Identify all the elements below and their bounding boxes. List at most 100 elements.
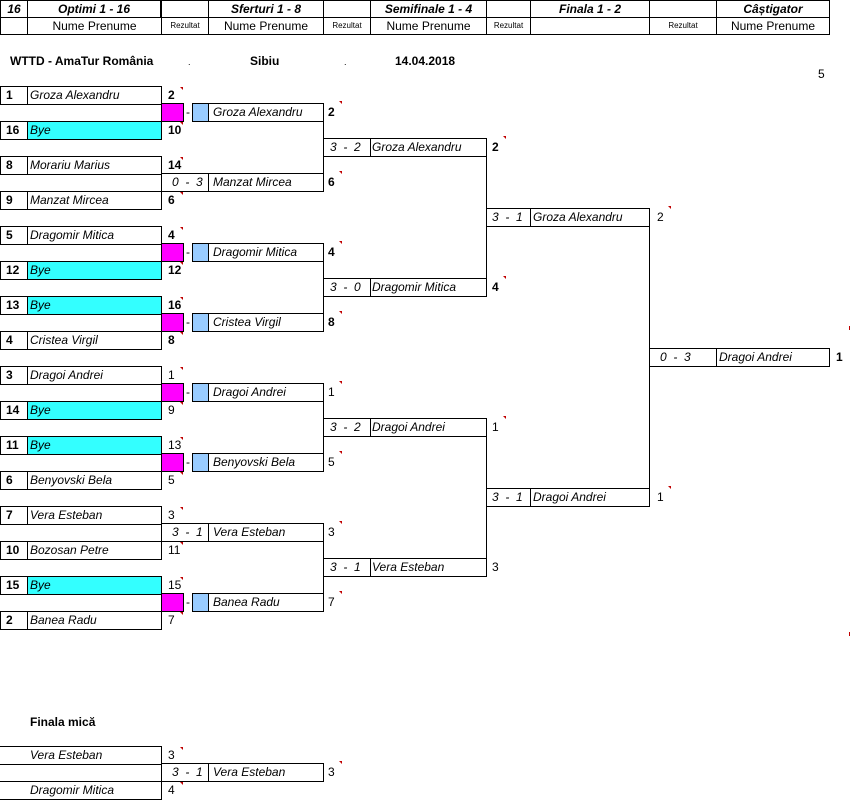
player-score: 7 xyxy=(168,613,175,627)
result-column-label: Rezultat xyxy=(486,17,531,35)
player-cell[interactable] xyxy=(27,576,162,595)
player-score: 1 xyxy=(328,385,335,399)
champion-name: Dragoi Andrei xyxy=(719,350,792,364)
round-title-semifinale: Semifinale 1 - 4 xyxy=(370,0,487,18)
marker-icon xyxy=(180,262,183,265)
seed-cell xyxy=(0,331,28,350)
player-cell[interactable] xyxy=(0,746,162,765)
player-cell[interactable] xyxy=(208,763,324,782)
name-column-label: Nume Prenume xyxy=(208,17,324,35)
player-cell[interactable] xyxy=(27,296,162,315)
player-cell[interactable] xyxy=(27,86,162,105)
player-cell[interactable] xyxy=(208,243,324,262)
player-name: Groza Alexandru xyxy=(372,140,462,154)
player-name: Banea Radu xyxy=(30,613,97,627)
player-name: Bozosan Petre xyxy=(30,543,109,557)
player-score: 4 xyxy=(328,245,335,259)
player-cell[interactable] xyxy=(27,436,162,455)
player-cell[interactable] xyxy=(208,103,324,122)
player-cell[interactable] xyxy=(27,366,162,385)
seed-cell xyxy=(0,226,28,245)
player-score: 1 xyxy=(492,420,499,434)
champion-cell[interactable] xyxy=(716,348,830,367)
round-title-finala: Finala 1 - 2 xyxy=(530,0,650,18)
player-cell[interactable] xyxy=(27,506,162,525)
player-score: 4 xyxy=(168,228,175,242)
player-name: Dragomir Mitica xyxy=(30,228,115,242)
small-final-title: Finala mică xyxy=(30,715,96,729)
player-score: 1 xyxy=(168,368,175,382)
player-cell[interactable] xyxy=(370,138,487,157)
walkover-dash: - xyxy=(186,455,190,469)
walkover-marker-right xyxy=(192,383,209,402)
result-column-label: Rezultat xyxy=(161,17,209,35)
seed-cell xyxy=(0,191,28,210)
player-score: 13 xyxy=(168,438,182,452)
player-name: Bye xyxy=(30,403,51,417)
final-result: 0 - 3 xyxy=(660,350,691,364)
player-score: 2 xyxy=(168,88,175,102)
player-name: Manzat Mircea xyxy=(30,193,109,207)
player-score: 4 xyxy=(492,280,499,294)
walkover-marker-right xyxy=(192,593,209,612)
walkover-marker-left xyxy=(161,243,184,262)
player-score: 15 xyxy=(168,578,182,592)
seed-cell xyxy=(0,156,28,175)
match-result: 3 - 1 xyxy=(172,525,203,539)
marker-icon xyxy=(180,402,183,405)
round-title-castigator: Câștigator xyxy=(716,0,830,18)
marker-icon xyxy=(849,632,850,636)
player-cell[interactable] xyxy=(208,523,324,542)
player-cell[interactable] xyxy=(27,156,162,175)
match-result: 3 - 2 xyxy=(330,420,361,434)
player-score: 8 xyxy=(328,315,335,329)
seed-number: 12 xyxy=(6,263,20,277)
player-name: Morariu Marius xyxy=(30,158,111,172)
player-score: 2 xyxy=(328,105,335,119)
match-result: 3 - 1 xyxy=(492,210,523,224)
player-name: Cristea Virgil xyxy=(213,315,281,329)
walkover-marker-left xyxy=(161,103,184,122)
player-name: Dragomir Mitica xyxy=(213,245,298,259)
walkover-marker-left xyxy=(161,313,184,332)
player-cell[interactable] xyxy=(370,418,487,437)
player-name: Dragomir Mitica xyxy=(372,280,457,294)
player-name: Bye xyxy=(30,438,51,452)
name-column-label: Nume Prenume xyxy=(716,17,830,35)
marker-icon xyxy=(849,326,850,330)
player-name: Bye xyxy=(30,298,51,312)
marker-icon xyxy=(339,101,342,104)
bracket-line xyxy=(161,524,162,560)
walkover-marker-right xyxy=(192,103,209,122)
match-result: 3 - 1 xyxy=(330,560,361,574)
player-score: 12 xyxy=(168,263,182,277)
player-name: Groza Alexandru xyxy=(533,210,623,224)
player-name: Vera Esteban xyxy=(372,560,445,574)
player-score: 2 xyxy=(657,210,664,224)
marker-icon xyxy=(180,747,183,750)
marker-icon xyxy=(180,192,183,195)
bracket-line xyxy=(161,384,162,420)
seed-number: 8 xyxy=(6,158,13,172)
player-cell[interactable] xyxy=(530,208,650,227)
bracket-line xyxy=(161,244,162,280)
player-name: Vera Esteban xyxy=(30,508,103,522)
player-name: Groza Alexandru xyxy=(213,105,303,119)
player-name: Manzat Mircea xyxy=(213,175,292,189)
player-score: 5 xyxy=(328,455,335,469)
seed-number: 14 xyxy=(6,403,20,417)
participant-count: 5 xyxy=(818,67,825,81)
marker-icon xyxy=(180,332,183,335)
player-name: Benyovski Bela xyxy=(213,455,296,469)
player-cell[interactable] xyxy=(27,226,162,245)
player-score: 4 xyxy=(168,783,175,797)
marker-icon xyxy=(668,486,671,489)
event-dot: . xyxy=(188,57,191,67)
player-name: Dragoi Andrei xyxy=(213,385,286,399)
player-name: Vera Esteban xyxy=(213,525,286,539)
player-cell[interactable] xyxy=(208,383,324,402)
seed-cell xyxy=(0,611,28,630)
marker-icon xyxy=(180,122,183,125)
match-result: 3 - 2 xyxy=(330,140,361,154)
walkover-marker-left xyxy=(161,453,184,472)
